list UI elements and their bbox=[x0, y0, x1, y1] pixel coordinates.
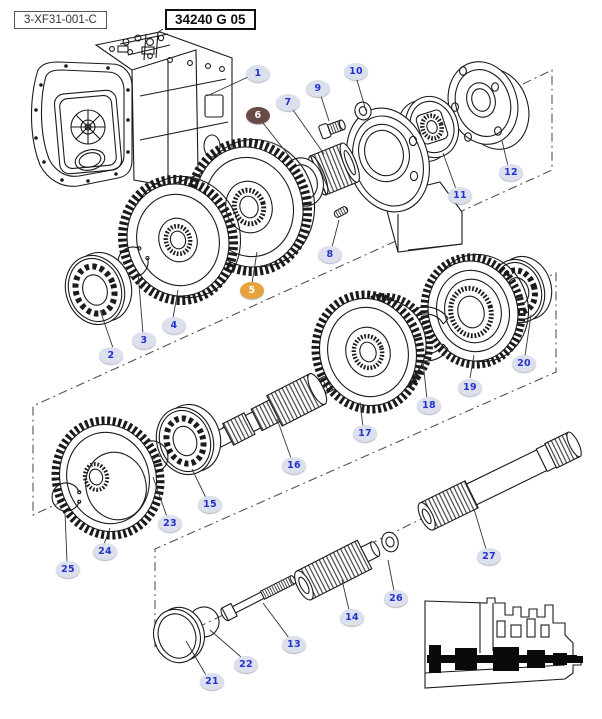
part-gear-17 bbox=[311, 290, 433, 414]
part-washer-26 bbox=[381, 531, 399, 553]
callout-14[interactable]: 14 bbox=[340, 609, 364, 626]
callout-10[interactable]: 10 bbox=[344, 63, 368, 80]
gearbox-minimap[interactable] bbox=[424, 597, 583, 689]
part-carrier-10 bbox=[346, 101, 463, 253]
part-sleeve-14 bbox=[294, 539, 381, 601]
callout-3[interactable]: 3 bbox=[132, 332, 156, 349]
minimap-highlighted-shaft bbox=[427, 645, 583, 673]
callout-6[interactable]: 6 bbox=[246, 107, 270, 124]
part-gear-4 bbox=[118, 174, 242, 306]
callout-5[interactable]: 5 bbox=[240, 282, 264, 299]
callout-22[interactable]: 22 bbox=[234, 656, 258, 673]
callout-9[interactable]: 9 bbox=[306, 80, 330, 97]
callout-1[interactable]: 1 bbox=[246, 65, 270, 82]
callout-13[interactable]: 13 bbox=[282, 636, 306, 653]
part-ring-21 bbox=[153, 606, 205, 664]
callout-24[interactable]: 24 bbox=[93, 543, 117, 560]
housing-bearing-boss bbox=[70, 109, 106, 145]
callout-21[interactable]: 21 bbox=[200, 673, 224, 690]
callout-18[interactable]: 18 bbox=[417, 397, 441, 414]
callout-7[interactable]: 7 bbox=[276, 94, 300, 111]
callout-20[interactable]: 20 bbox=[512, 355, 536, 372]
part-bearing-15 bbox=[155, 403, 222, 476]
part-bolt-9 bbox=[318, 119, 346, 140]
drawing-reference-label: 3-XF31-001-C bbox=[14, 11, 107, 29]
part-group-code-label[interactable]: 34240 G 05 bbox=[165, 9, 256, 30]
callout-11[interactable]: 11 bbox=[448, 187, 472, 204]
callout-2[interactable]: 2 bbox=[99, 347, 123, 364]
callout-15[interactable]: 15 bbox=[198, 496, 222, 513]
part-gear-24 bbox=[51, 416, 165, 540]
part-gear-19 bbox=[420, 253, 530, 369]
callout-25[interactable]: 25 bbox=[56, 561, 80, 578]
callout-17[interactable]: 17 bbox=[353, 425, 377, 442]
callout-27[interactable]: 27 bbox=[477, 548, 501, 565]
callout-16[interactable]: 16 bbox=[282, 457, 306, 474]
part-flange-12 bbox=[447, 61, 530, 150]
callout-26[interactable]: 26 bbox=[384, 590, 408, 607]
callout-8[interactable]: 8 bbox=[318, 246, 342, 263]
part-bolt-13 bbox=[220, 575, 297, 622]
part-shaft-27 bbox=[417, 431, 582, 531]
part-circlip-25 bbox=[51, 482, 82, 512]
callout-4[interactable]: 4 bbox=[162, 317, 186, 334]
callout-19[interactable]: 19 bbox=[458, 379, 482, 396]
axis-centerline bbox=[32, 69, 571, 649]
callout-23[interactable]: 23 bbox=[158, 515, 182, 532]
callout-12[interactable]: 12 bbox=[499, 164, 523, 181]
shift-linkage-detail bbox=[117, 31, 171, 61]
part-pin-8 bbox=[333, 206, 349, 218]
part-bearing-2 bbox=[64, 251, 133, 326]
leader-lines bbox=[64, 76, 532, 676]
part-housing-1 bbox=[30, 31, 233, 187]
